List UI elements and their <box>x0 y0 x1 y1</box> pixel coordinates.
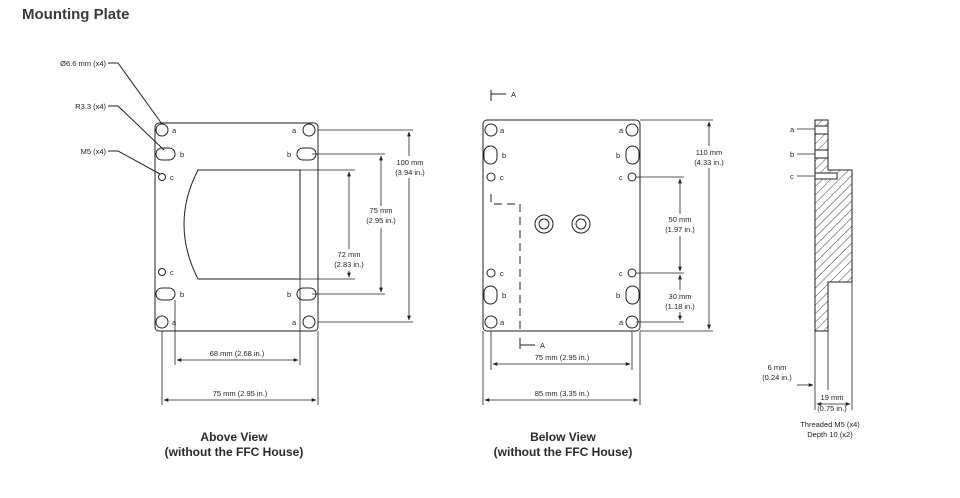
above-letter-b-bl: b <box>180 290 184 299</box>
dim-6-mm: 6 mm <box>768 363 787 372</box>
below-letter-c-bl: c <box>500 269 504 278</box>
dim-72-mm: 72 mm <box>338 250 361 259</box>
above-letter-b-tl: b <box>180 150 184 159</box>
above-view-caption-title: Above View <box>200 430 268 444</box>
dim-75b: 75 mm (2.95 in.) <box>535 353 590 362</box>
dim-100-in: (3.94 in.) <box>395 168 425 177</box>
above-letter-a-br: a <box>292 318 297 327</box>
callout-thread: M5 (x4) <box>81 147 107 156</box>
above-plate-outline <box>154 122 319 332</box>
below-view-caption: Below View (without the FFC House) <box>453 430 673 460</box>
below-slot-b-tr <box>625 145 640 165</box>
below-hole-a-tl <box>484 123 498 137</box>
leader-hole <box>108 62 163 125</box>
dim-6-in: (0.24 in.) <box>762 373 792 382</box>
dim-68: 68 mm (2.68 in.) <box>210 349 265 358</box>
below-hole-c-tr <box>627 172 637 182</box>
above-hole-c-tl <box>158 173 166 181</box>
above-hole-a-tr <box>302 123 316 137</box>
dim-75h: 75 mm (2.95 in.) <box>213 389 268 398</box>
section-marker-bottom: A <box>540 341 545 350</box>
above-view-caption: Above View (without the FFC House) <box>124 430 344 460</box>
below-view-caption-subtitle: (without the FFC House) <box>493 445 633 459</box>
above-hole-a-br <box>302 315 316 329</box>
above-view <box>108 62 413 405</box>
dim-30-in: (1.18 in.) <box>665 302 695 311</box>
below-hole-a-tr <box>625 123 639 137</box>
section-line <box>490 194 521 330</box>
callout-hole-diameter: Ø6.6 mm (x4) <box>60 59 106 68</box>
dim-85: 85 mm (3.35 in.) <box>535 389 590 398</box>
dim-110-mm: 110 mm <box>696 148 723 157</box>
dim-50-in: (1.97 in.) <box>665 225 695 234</box>
below-letter-b-bl: b <box>502 291 506 300</box>
dim-75v-in: (2.95 in.) <box>366 216 396 225</box>
dim-19-in: (0.75 in.) <box>817 404 847 413</box>
below-plate-outline <box>482 119 641 332</box>
below-letter-b-br: b <box>616 291 620 300</box>
below-letter-a-tl: a <box>500 126 505 135</box>
below-view-caption-title: Below View <box>530 430 596 444</box>
dim-19-mm: 19 mm <box>821 393 844 402</box>
page-title: Mounting Plate <box>22 6 130 23</box>
side-letter-b: b <box>790 150 794 159</box>
above-letter-a-tr: a <box>292 126 297 135</box>
below-slot-b-br <box>625 285 640 305</box>
below-slot-b-bl <box>483 285 498 305</box>
above-letter-c-tl: c <box>170 173 174 182</box>
below-slot-b-tl <box>483 145 498 165</box>
leader-thread <box>108 150 161 175</box>
below-hole-c-br <box>627 268 637 278</box>
below-letter-c-br: c <box>619 269 623 278</box>
below-letter-c-tr: c <box>619 173 623 182</box>
below-letter-b-tr: b <box>616 151 620 160</box>
above-letter-a-bl: a <box>172 318 177 327</box>
dim-75v-mm: 75 mm <box>370 206 393 215</box>
side-section-view <box>797 119 853 410</box>
section-marker-top: A <box>511 90 516 99</box>
below-hole-c-tl <box>486 172 496 182</box>
below-boss-right <box>571 214 591 234</box>
above-hole-c-bl <box>158 268 166 276</box>
callout-slot-radius: R3.3 (x4) <box>75 102 106 111</box>
side-letter-a: a <box>790 125 795 134</box>
above-letter-a-tl: a <box>172 126 177 135</box>
dim-110-in: (4.33 in.) <box>694 158 724 167</box>
dim-100-mm: 100 mm <box>396 158 423 167</box>
above-hole-a-bl <box>155 315 169 329</box>
above-hole-a-tl <box>155 123 169 137</box>
below-hole-a-bl <box>484 315 498 329</box>
dim-72-in: (2.83 in.) <box>334 260 364 269</box>
leader-slot <box>108 105 165 151</box>
below-letter-a-tr: a <box>619 126 624 135</box>
above-letter-b-tr: b <box>287 150 291 159</box>
below-letter-a-bl: a <box>500 318 505 327</box>
below-letter-c-tl: c <box>500 173 504 182</box>
above-cutout <box>183 169 301 280</box>
dim-30-mm: 30 mm <box>669 292 692 301</box>
above-letter-c-bl: c <box>170 268 174 277</box>
above-slot-b-tl <box>155 147 176 161</box>
below-letter-a-br: a <box>619 318 624 327</box>
side-note-thread: Threaded M5 (x4) <box>800 420 860 429</box>
side-letter-c: c <box>790 172 794 181</box>
below-boss-left <box>534 214 554 234</box>
below-letter-b-tl: b <box>502 151 506 160</box>
above-letter-b-br: b <box>287 290 291 299</box>
side-note-depth: Depth 10 (x2) <box>807 430 853 439</box>
dim-50-mm: 50 mm <box>669 215 692 224</box>
above-slot-b-bl <box>155 287 176 301</box>
below-hole-c-bl <box>486 268 496 278</box>
below-view <box>482 90 713 405</box>
above-view-caption-subtitle: (without the FFC House) <box>164 445 304 459</box>
